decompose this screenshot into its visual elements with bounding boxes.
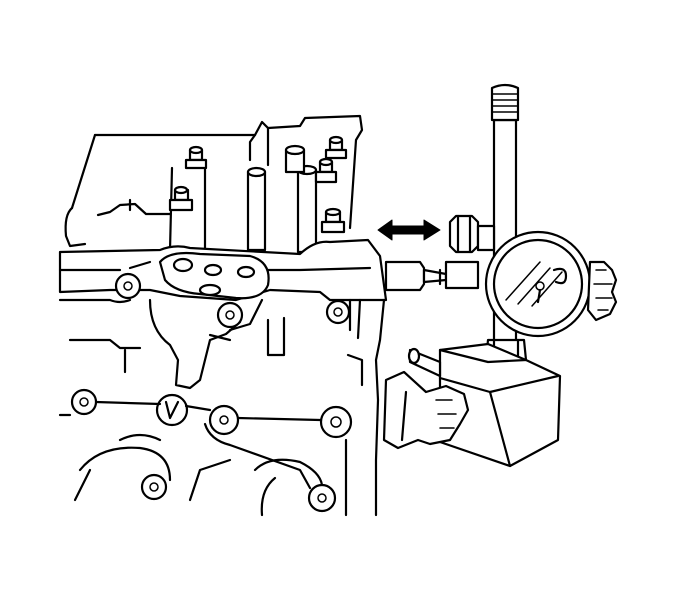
bolt-icon: [184, 145, 208, 170]
bolt-boss-icon: [216, 301, 244, 329]
bolt-icon: [324, 135, 348, 160]
bolt-boss-icon: [114, 272, 142, 300]
dial-indicator-icon: [484, 230, 618, 338]
clamp-knob: [448, 214, 496, 254]
magnetic-base-icon: [382, 342, 562, 468]
bolt-boss-icon: [307, 483, 337, 513]
double-headed-arrow-icon: [377, 219, 441, 241]
bolt-icon: [320, 207, 346, 234]
bolt-icon: [168, 185, 194, 212]
bolt-boss-icon: [319, 405, 353, 439]
bolt-boss-icon: [325, 299, 351, 325]
bolt-icon: [314, 157, 338, 184]
bolt-boss-icon: [140, 473, 168, 501]
bolt-boss-icon: [208, 404, 240, 436]
engine-block: [58, 114, 388, 517]
indicator-plunger: [384, 260, 480, 292]
bolt-boss-icon: [155, 393, 189, 427]
bolt-boss-icon: [70, 388, 98, 416]
